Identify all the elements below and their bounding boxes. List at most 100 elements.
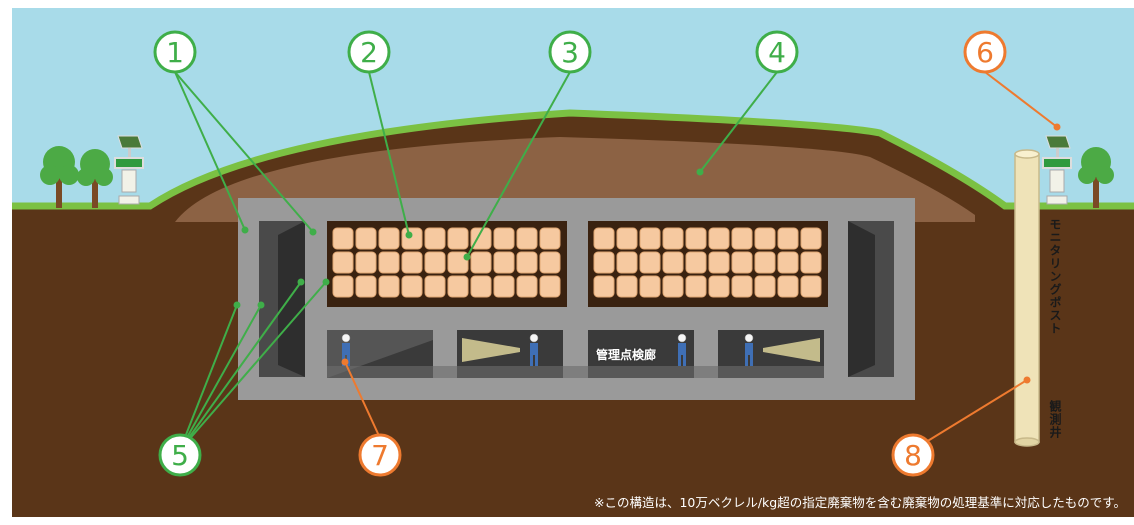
marker-number: 5 xyxy=(171,439,189,472)
flashlight-beam xyxy=(462,338,520,362)
waste-bag xyxy=(470,251,492,274)
waste-bag xyxy=(447,251,469,274)
waste-bag xyxy=(332,275,354,298)
leader-lines xyxy=(174,71,1061,451)
marker-number: 4 xyxy=(768,36,786,69)
waste-bag xyxy=(424,275,446,298)
waste-bag xyxy=(424,251,446,274)
left-shaft xyxy=(259,221,305,377)
waste-bag xyxy=(639,275,661,298)
waste-bag xyxy=(355,251,377,274)
waste-bag xyxy=(493,227,515,250)
marker-number: 3 xyxy=(561,36,579,69)
waste-bag xyxy=(800,275,822,298)
worker-icon xyxy=(677,333,687,366)
waste-bag xyxy=(332,251,354,274)
worker-icon xyxy=(744,333,754,366)
marker-circle xyxy=(963,30,1007,74)
marker-6: 6 xyxy=(963,30,1007,74)
marker-circle xyxy=(755,30,799,74)
marker-circle xyxy=(548,30,592,74)
observation-well-pipe xyxy=(1014,149,1040,447)
waste-bag xyxy=(401,275,423,298)
waste-bag xyxy=(424,227,446,250)
observation-well-label: 観測井 xyxy=(1048,400,1062,439)
monitoring-post-icon xyxy=(114,135,144,205)
waste-bag xyxy=(447,275,469,298)
marker-circle xyxy=(158,433,202,477)
marker-1: 1 xyxy=(153,30,197,74)
waste-bag xyxy=(378,251,400,274)
waste-bag xyxy=(493,275,515,298)
waste-bag xyxy=(447,227,469,250)
waste-bag xyxy=(616,227,638,250)
tree-icon xyxy=(40,146,79,208)
waste-bag xyxy=(662,227,684,250)
waste-bag xyxy=(378,227,400,250)
waste-bag xyxy=(777,227,799,250)
waste-bag xyxy=(662,251,684,274)
waste-bag xyxy=(470,227,492,250)
waste-bag xyxy=(355,227,377,250)
waste-bag xyxy=(685,275,707,298)
waste-bag xyxy=(754,251,776,274)
waste-bag xyxy=(754,275,776,298)
waste-bag xyxy=(616,251,638,274)
waste-bag xyxy=(493,251,515,274)
footnote: ※この構造は、10万ベクレル/kg超の指定廃棄物を含む廃棄物の処理基準に対応した… xyxy=(593,495,1126,510)
marker-5: 5 xyxy=(158,433,202,477)
inspection-corridors xyxy=(327,330,824,378)
waste-bag xyxy=(639,251,661,274)
waste-bag xyxy=(355,275,377,298)
waste-bag xyxy=(685,251,707,274)
waste-bag xyxy=(539,275,561,298)
waste-bag xyxy=(616,275,638,298)
waste-bags xyxy=(332,227,822,298)
waste-bag xyxy=(708,227,730,250)
worker-icon xyxy=(529,333,539,366)
waste-bag xyxy=(593,227,615,250)
waste-bag xyxy=(401,251,423,274)
flashlight-beam xyxy=(763,338,820,362)
waste-bag xyxy=(539,227,561,250)
inspection-corridor-label: 管理点検廊 xyxy=(596,348,657,362)
marker-7: 7 xyxy=(358,433,402,477)
waste-bag xyxy=(470,275,492,298)
marker-circle xyxy=(347,30,391,74)
marker-number: 1 xyxy=(166,36,184,69)
waste-bag xyxy=(777,251,799,274)
right-shaft xyxy=(848,221,894,377)
marker-2: 2 xyxy=(347,30,391,74)
waste-bag xyxy=(516,275,538,298)
waste-bag xyxy=(708,275,730,298)
waste-bag xyxy=(777,275,799,298)
marker-number: 7 xyxy=(371,439,389,472)
marker-3: 3 xyxy=(548,30,592,74)
waste-bag xyxy=(378,275,400,298)
marker-8: 8 xyxy=(891,433,935,477)
marker-number: 2 xyxy=(360,36,378,69)
waste-bag xyxy=(639,227,661,250)
monitoring-post-label: モニタリングポスト xyxy=(1048,218,1062,335)
waste-bag xyxy=(516,251,538,274)
tree-icon xyxy=(77,149,113,208)
waste-bag xyxy=(731,227,753,250)
marker-number: 8 xyxy=(904,439,922,472)
waste-bag xyxy=(662,275,684,298)
waste-bag xyxy=(731,251,753,274)
waste-bag xyxy=(401,227,423,250)
waste-bag xyxy=(539,251,561,274)
waste-bag xyxy=(593,275,615,298)
waste-bag xyxy=(516,227,538,250)
waste-bag xyxy=(800,251,822,274)
waste-bag xyxy=(332,227,354,250)
tree-icon xyxy=(1078,147,1114,208)
marker-4: 4 xyxy=(755,30,799,74)
waste-bag xyxy=(754,227,776,250)
waste-bag xyxy=(708,251,730,274)
waste-bag xyxy=(731,275,753,298)
waste-bag xyxy=(800,227,822,250)
waste-bag xyxy=(685,227,707,250)
marker-circle xyxy=(153,30,197,74)
